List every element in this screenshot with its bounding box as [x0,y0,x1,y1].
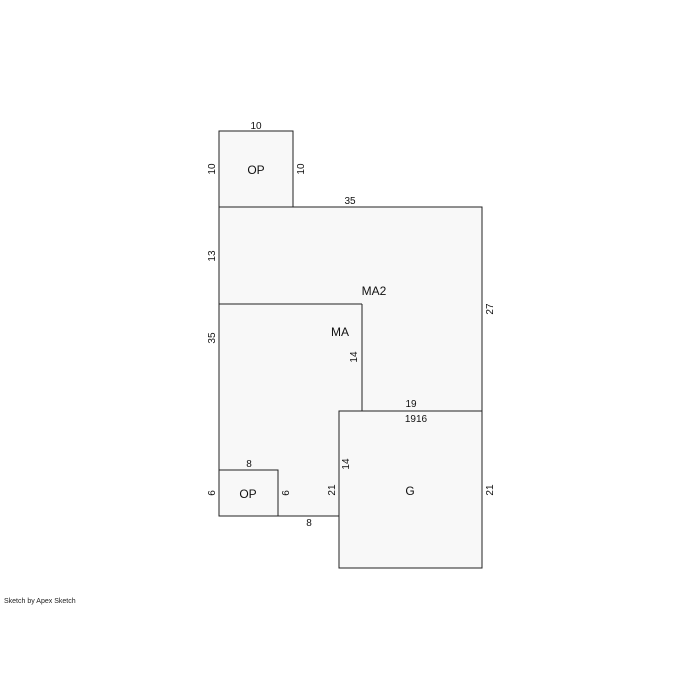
dim-main-top: 35 [344,196,356,207]
garage-region [338,410,483,569]
dim-op-top-top: 10 [250,121,262,132]
dim-bottom-between: 8 [306,518,312,529]
area-label-ma2: MA2 [362,284,387,298]
area-label-garage: G [405,484,414,498]
dim-op-top-left: 10 [207,163,218,175]
dim-ma-left: 35 [207,332,218,344]
op-top-region [218,130,294,208]
dim-op-top-right: 10 [296,163,307,175]
dim-ma-inner-vertical: 14 [349,351,360,363]
area-label-op-bottom: OP [239,487,256,501]
sketch-credit: Sketch by Apex Sketch [4,598,76,605]
area-label-op-top: OP [247,163,264,177]
dim-step-top: 19 [405,399,417,410]
area-label-ma: MA [331,325,349,339]
dim-garage-top-label: 1916 [405,414,428,425]
dim-op-bottom-right: 6 [281,490,292,496]
dim-garage-left-upper: 14 [341,458,352,470]
dim-garage-left-lower: 21 [327,484,338,496]
op-bottom-region [218,469,279,517]
dim-garage-right: 21 [485,484,496,496]
dim-ma2-left: 13 [207,250,218,262]
dim-right-side: 27 [485,303,496,315]
dim-op-bottom-left: 6 [207,490,218,496]
dim-op-bottom-top: 8 [246,459,252,470]
